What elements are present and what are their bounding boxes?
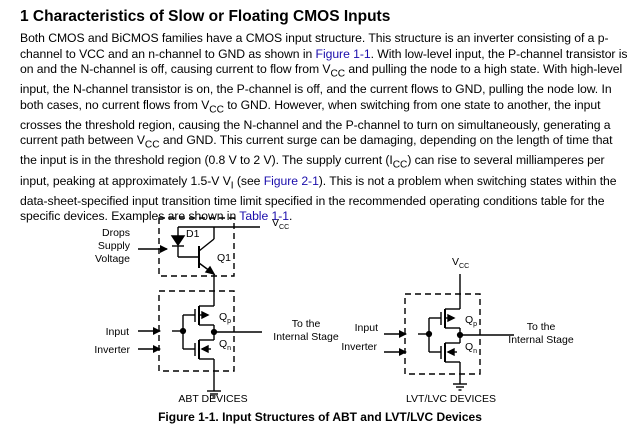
lvt-qn-label: Qn xyxy=(465,341,477,355)
abt-devices-label: ABT DEVICES xyxy=(178,393,247,405)
subscript: CC xyxy=(392,159,408,171)
document-body: 1 Characteristics of Slow or Floating CM… xyxy=(20,6,628,225)
abt-upper-dashed-box xyxy=(158,217,235,277)
lvt-dashed-box xyxy=(404,293,481,375)
lvt-devices-label: LVT/LVC DEVICES xyxy=(406,393,496,405)
body-paragraph: Both CMOS and BiCMOS families have a CMO… xyxy=(20,31,628,225)
lvt-input-label: Input xyxy=(355,322,378,334)
text-run: ) can rise to several milliamperes per i… xyxy=(20,153,605,188)
abt-qn-label: Qn xyxy=(219,338,231,352)
q1-label: Q1 xyxy=(217,252,231,264)
abt-drops-label: Supply xyxy=(98,240,131,252)
link-figure-1-1[interactable]: Figure 1-1 xyxy=(315,46,371,61)
lvt-output-label: To the xyxy=(527,321,556,333)
text-run: . xyxy=(288,209,293,224)
subscript: I xyxy=(230,179,234,191)
abt-vcc-label: VCC xyxy=(272,217,289,231)
abt-drops-label: Voltage xyxy=(95,253,130,265)
text-run: and GND. This current surge can be damag… xyxy=(20,133,613,168)
abt-circuit xyxy=(138,217,262,391)
lvt-vcc-label: VCC xyxy=(452,256,469,270)
abt-ground-symbol xyxy=(207,390,221,398)
abt-output-label: Internal Stage xyxy=(273,331,339,343)
abt-output-label: To the xyxy=(292,318,321,330)
subscript: CC xyxy=(144,139,160,151)
text-run: . With low-level input, the P-channel tr… xyxy=(20,46,628,77)
lvt-qp-label: Qp xyxy=(465,314,477,328)
d1-label: D1 xyxy=(186,228,200,240)
abt-lower-dashed-box xyxy=(158,290,235,372)
lvt-inverter-label: Inverter xyxy=(341,341,377,353)
text-run: to GND. However, when switching from one… xyxy=(20,97,611,148)
abt-drops-label: Drops xyxy=(102,227,130,239)
figure-1-1: Drops Supply Voltage VCC D1 Q1 Qp Qn Inp… xyxy=(0,206,640,430)
subscript: CC xyxy=(330,68,346,80)
diode-d1-symbol xyxy=(170,235,186,247)
figure-caption: Figure 1-1. Input Structures of ABT and … xyxy=(158,410,482,424)
abt-input-label: Input xyxy=(106,326,129,338)
text-run: ). This is not a problem when switching … xyxy=(20,173,617,224)
lvt-ground-symbol xyxy=(453,383,467,391)
lvt-circuit xyxy=(384,274,514,384)
text-run: and pulling the node to a high state. Wi… xyxy=(20,62,623,112)
lvt-output-label: Internal Stage xyxy=(508,334,574,346)
abt-qp-label: Qp xyxy=(219,311,231,325)
link-table-1-1[interactable]: Table 1-1 xyxy=(239,209,289,224)
abt-inverter-label: Inverter xyxy=(94,344,130,356)
link-figure-2-1[interactable]: Figure 2-1 xyxy=(263,173,319,188)
text-run: (see xyxy=(233,173,264,188)
circuit-diagram: Drops Supply Voltage VCC D1 Q1 Qp Qn Inp… xyxy=(94,217,574,405)
subscript: CC xyxy=(209,104,224,116)
section-heading: 1 Characteristics of Slow or Floating CM… xyxy=(20,8,391,25)
text-run: Both CMOS and BiCMOS families have a CMO… xyxy=(20,31,609,61)
